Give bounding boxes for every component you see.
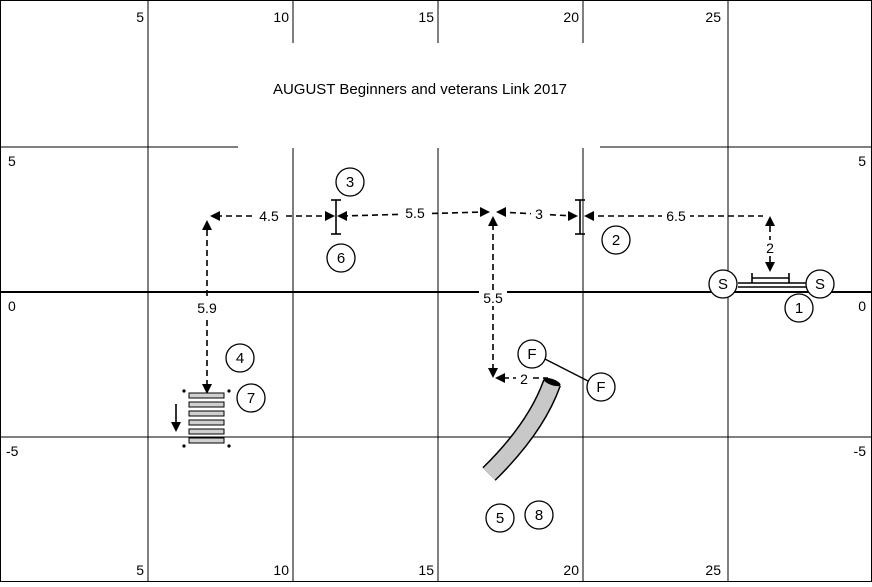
start-marker-right: S [805, 269, 835, 299]
bottom-label-5: 5 [136, 562, 144, 578]
bottom-label-25: 25 [705, 562, 721, 578]
top-label-25: 25 [705, 9, 721, 25]
obstacle-1: 1 [784, 293, 814, 323]
bottom-label-10: 10 [273, 562, 289, 578]
grid-labels: 5 10 15 20 25 5 10 15 20 25 5 0 -5 5 0 -… [6, 9, 866, 578]
arrow-3-left [325, 211, 335, 221]
top-label-10: 10 [273, 9, 289, 25]
arrow-left-vertical-top [202, 220, 212, 230]
arrow-start-top [765, 216, 775, 226]
dist-line-mid-to-2 [499, 211, 575, 217]
distance-label-6-5: 6.5 [666, 208, 686, 224]
arrow-start-bottom [765, 262, 775, 272]
top-label-5: 5 [136, 9, 144, 25]
left-label-minus5: -5 [6, 443, 19, 459]
hurdle-2 [575, 199, 585, 235]
arrow-mid-left [480, 207, 490, 217]
direction-arrow-head [171, 422, 181, 432]
hurdle-1 [751, 273, 790, 283]
obstacle-8: 8 [524, 500, 554, 530]
top-label-20: 20 [563, 9, 579, 25]
distance-label-5-5-vertical: 5.5 [483, 290, 503, 306]
obstacle-5: 5 [485, 503, 515, 533]
distance-label-5-9: 5.9 [197, 300, 217, 316]
right-label-5: 5 [858, 153, 866, 169]
svg-text:3: 3 [346, 174, 354, 191]
arrowheads [171, 207, 775, 432]
svg-text:4: 4 [236, 350, 244, 367]
svg-text:5: 5 [496, 510, 504, 527]
right-label-0: 0 [858, 298, 866, 314]
distance-label-3: 3 [535, 206, 543, 222]
ladder-4-7 [182, 389, 231, 448]
arrow-mid-vertical-top [488, 216, 498, 226]
right-label-minus5: -5 [854, 443, 867, 459]
course-title: AUGUST Beginners and veterans Link 2017 [273, 81, 567, 98]
svg-text:1: 1 [795, 300, 803, 317]
svg-text:F: F [596, 379, 605, 396]
distance-label-2-tunnel: 2 [520, 371, 528, 387]
hurdle-3-6 [331, 199, 341, 235]
distance-label-4-5: 4.5 [259, 208, 279, 224]
arrow-left-vertical-bottom [202, 384, 212, 394]
distance-label-5-5-top: 5.5 [405, 205, 425, 221]
obstacle-numbers: 1 2 3 6 4 7 5 8 [225, 167, 814, 533]
finish-line [540, 356, 593, 384]
finish-marker-right: F [586, 372, 616, 402]
svg-text:S: S [815, 276, 825, 293]
arrow-2-left [568, 211, 578, 221]
tunnel-5-8 [482, 377, 561, 481]
svg-text:6: 6 [337, 250, 345, 267]
svg-text:S: S [718, 276, 728, 293]
svg-text:8: 8 [535, 507, 543, 524]
distance-label-2-start: 2 [766, 240, 774, 256]
arrow-3-right [337, 211, 347, 221]
tunnel-entrance [543, 377, 561, 387]
obstacle-3: 3 [335, 167, 365, 197]
obstacle-2: 2 [601, 225, 631, 255]
bottom-label-20: 20 [563, 562, 579, 578]
left-label-5: 5 [8, 153, 16, 169]
start-gate [738, 282, 806, 288]
arrow-mid-right [496, 207, 506, 217]
svg-text:F: F [527, 346, 536, 363]
bottom-label-15: 15 [418, 562, 434, 578]
top-label-15: 15 [418, 9, 434, 25]
svg-text:2: 2 [612, 232, 620, 249]
arrow-tunnel-left [495, 373, 505, 383]
distance-labels: 4.5 5.5 3 6.5 2 5.9 5.5 2 [193, 205, 778, 387]
obstacle-4: 4 [225, 343, 255, 373]
obstacle-6: 6 [326, 243, 356, 273]
left-label-0: 0 [8, 298, 16, 314]
arrow-mid-vertical-bottom [488, 368, 498, 378]
finish-marker-top: F [517, 339, 547, 369]
start-finish-markers: S S F F [517, 269, 835, 402]
hurdles [331, 199, 790, 283]
svg-text:7: 7 [247, 390, 255, 407]
obstacle-7: 7 [236, 383, 266, 413]
arrow-left-horizontal [210, 211, 220, 221]
arrow-2-right [584, 211, 594, 221]
start-marker-left: S [708, 269, 738, 299]
